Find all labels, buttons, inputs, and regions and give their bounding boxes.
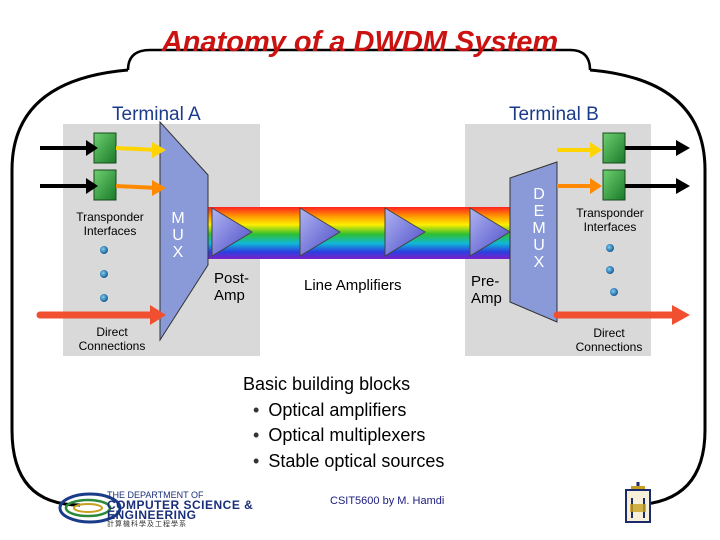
amplifier-icon: [469, 207, 511, 257]
list-item: Stable optical sources: [253, 449, 444, 475]
mux-label: M U X: [171, 210, 185, 261]
arrow-right-icon: [115, 180, 166, 196]
hkust-logo-icon: [625, 482, 651, 523]
interface-dot: [100, 270, 108, 278]
arrow-right-icon: [40, 178, 98, 194]
arrow-right-icon: [625, 178, 690, 194]
amplifier-icon: [211, 207, 253, 257]
page-title: Anatomy of a DWDM System: [161, 26, 559, 58]
interface-dot: [100, 294, 108, 302]
demux-label: D E M U X: [532, 186, 546, 271]
cse-logo-icon: [58, 492, 122, 524]
terminal-a-label: Terminal A: [112, 104, 201, 125]
list-item: Optical amplifiers: [253, 398, 444, 424]
transponder-box: [602, 132, 626, 164]
arrow-right-icon: [115, 142, 166, 158]
interface-dot: [606, 244, 614, 252]
arrow-right-icon: [557, 142, 602, 158]
transponder-interfaces-right: Transponder Interfaces: [576, 206, 644, 234]
arrow-right-icon: [553, 305, 690, 325]
transponder-box: [93, 169, 117, 201]
pre-amp-label: Pre- Amp: [471, 273, 502, 307]
transponder-interfaces-left: Transponder Interfaces: [76, 210, 144, 238]
building-blocks-heading: Basic building blocks: [243, 374, 411, 394]
amplifier-icon: [299, 207, 341, 257]
amplifier-icon: [384, 207, 426, 257]
mux-icon: [159, 120, 209, 342]
direct-connections-right: Direct Connections: [575, 326, 643, 354]
arrow-right-icon: [625, 140, 690, 156]
arrow-right-icon: [36, 305, 166, 325]
list-item: Optical multiplexers: [253, 423, 444, 449]
post-amp-label: Post- Amp: [214, 270, 250, 304]
interface-dot: [100, 246, 108, 254]
slide-frame: [10, 48, 707, 507]
demux-icon: [509, 161, 558, 323]
line-amplifiers-label: Line Amplifiers: [304, 277, 402, 294]
building-blocks: Basic building blocks Optical amplifiers…: [243, 372, 444, 474]
arrow-right-icon: [557, 178, 602, 194]
department-logo-text: THE DEPARTMENT OF COMPUTER SCIENCE & ENG…: [107, 490, 254, 528]
transponder-box: [602, 169, 626, 201]
direct-connections-left: Direct Connections: [78, 325, 146, 353]
interface-dot: [606, 266, 614, 274]
building-blocks-list: Optical amplifiers Optical multiplexers …: [243, 398, 444, 475]
arrow-right-icon: [40, 140, 98, 156]
terminal-b-label: Terminal B: [509, 104, 599, 125]
interface-dot: [610, 288, 618, 296]
footer-credit: CSIT5600 by M. Hamdi: [330, 495, 445, 507]
